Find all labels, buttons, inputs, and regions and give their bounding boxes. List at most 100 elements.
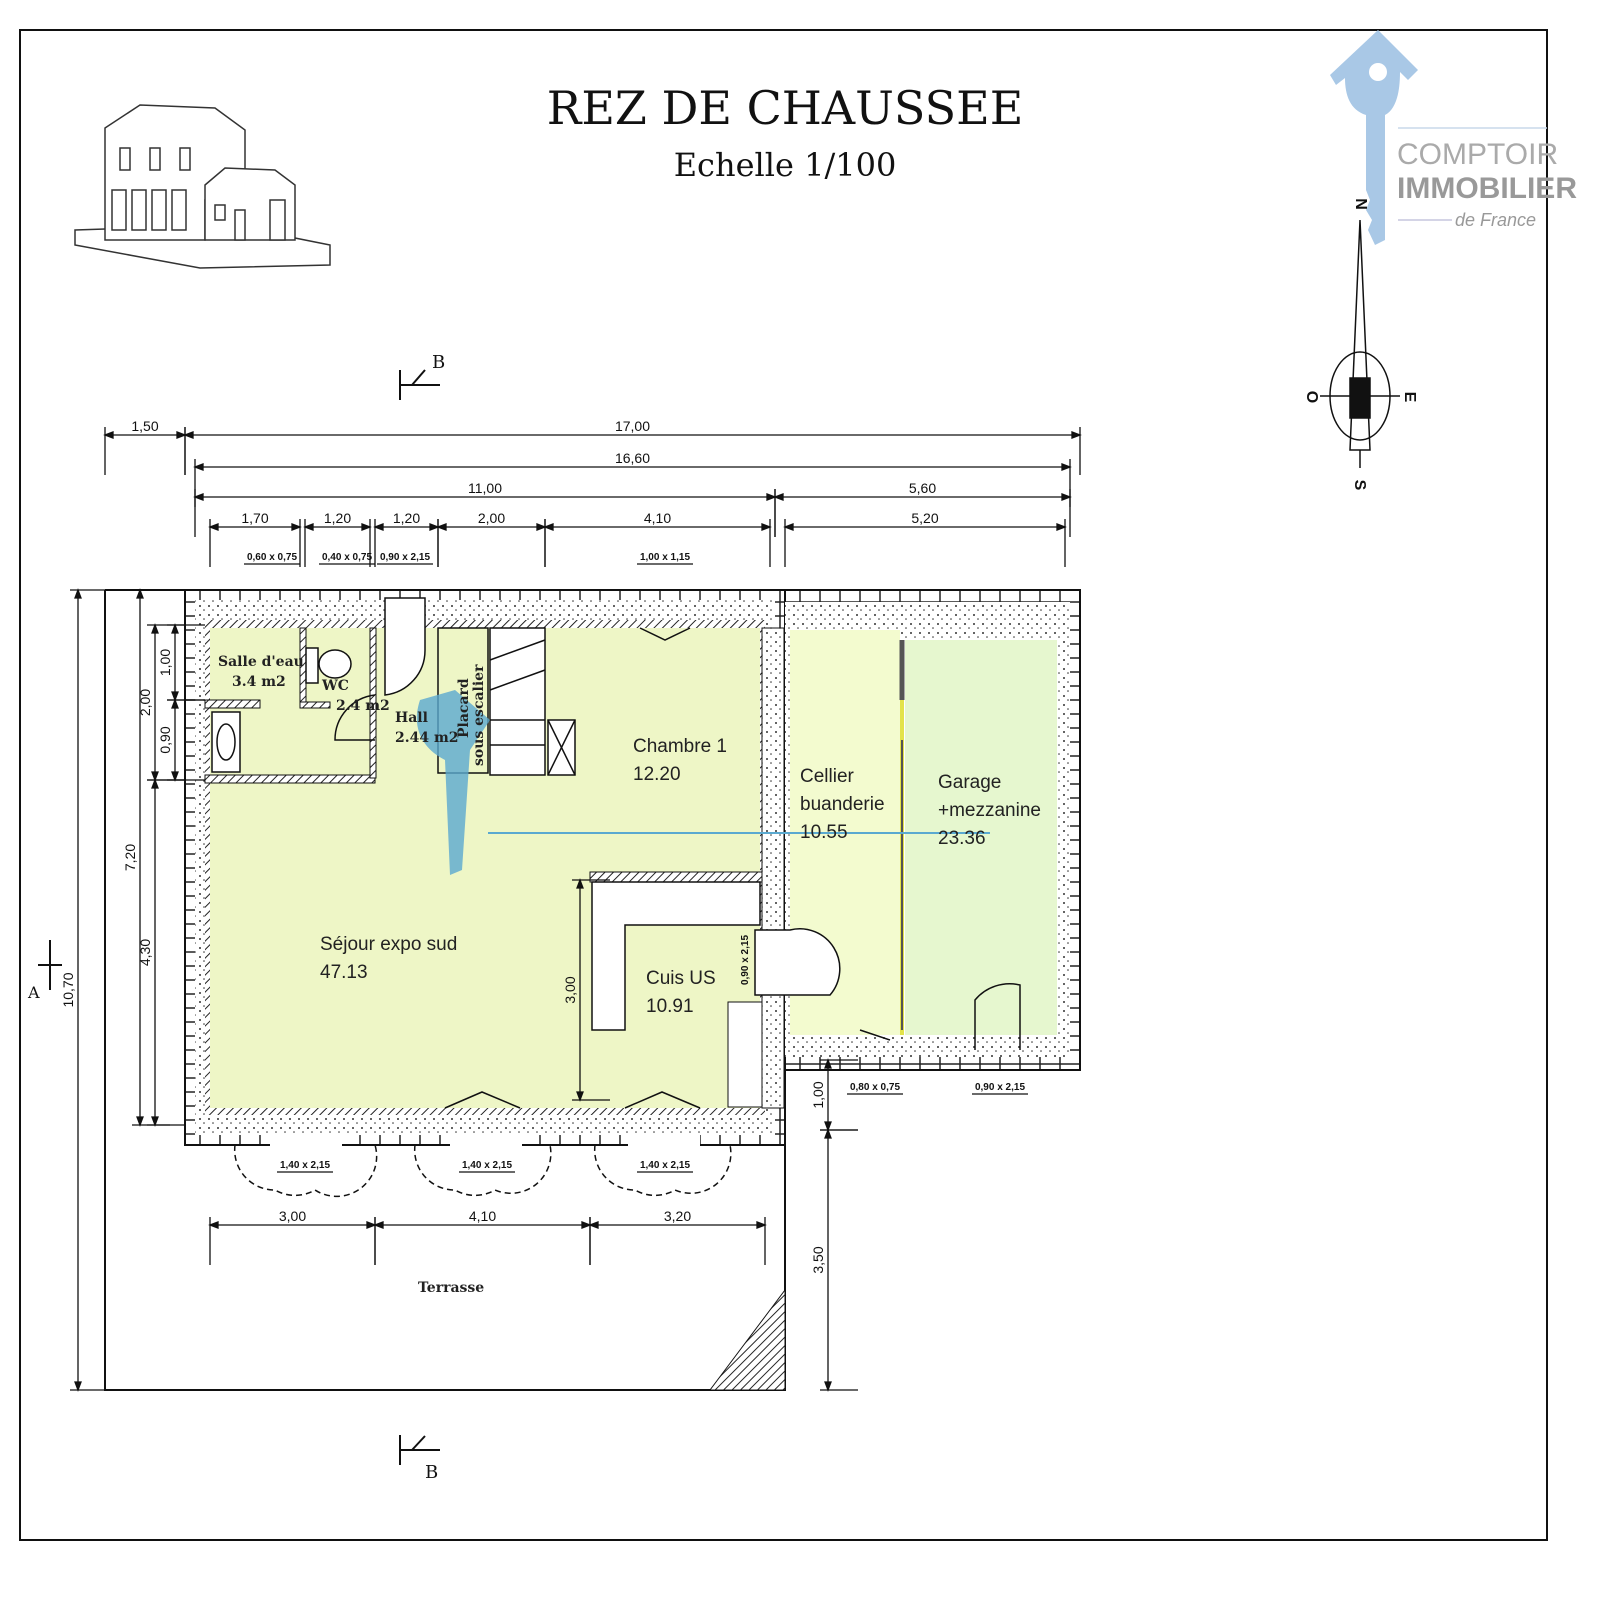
room-name: Chambre 1: [633, 736, 727, 757]
dimension: 11,00: [193, 480, 777, 537]
dimension-label: 3,00: [279, 1208, 306, 1224]
dimension-label: 4,10: [469, 1208, 496, 1224]
north-compass-icon: N S E O: [1303, 198, 1418, 490]
dimension: 5,20: [783, 510, 1067, 567]
compass-s: S: [1351, 480, 1368, 491]
room-area: 47.13: [320, 962, 368, 983]
doors: [233, 597, 1021, 1198]
dimension-label: 5,20: [911, 510, 938, 526]
dimension-label: 1,20: [324, 510, 351, 526]
room-wc: WC 2.4 m2: [321, 678, 390, 714]
dimension: 2,00: [137, 623, 185, 782]
dimension: 3,50: [810, 1128, 858, 1392]
dimension: 4,10: [543, 510, 772, 567]
dimension: 1,70: [208, 510, 302, 567]
room-s-jour-expo-sud: Séjour expo sud 47.13: [320, 934, 457, 983]
opening-size: 0,90 x 2,15: [972, 1082, 1028, 1095]
room-area: +mezzanine: [938, 800, 1041, 821]
opening-size: 1,00 x 1,15: [637, 552, 693, 565]
room-hall: Hall 2.44 m2: [395, 710, 459, 746]
dimension-label: 0,90: [157, 726, 173, 753]
opening-size: 0,40 x 0,75: [319, 552, 375, 565]
sink-icon: [216, 723, 236, 761]
dimension: 4,30: [137, 778, 185, 1127]
room-area: 10.55: [800, 822, 848, 843]
watermark-key-icon: [416, 690, 490, 875]
opening-size: 1,40 x 2,15: [637, 1160, 693, 1173]
opening-label: 0,90 x 2,15: [380, 552, 430, 563]
opening-label: 1,00 x 1,15: [640, 552, 690, 563]
dimension-label: 1,20: [393, 510, 420, 526]
compass-e: E: [1401, 392, 1418, 403]
dimension: 10,70: [60, 588, 108, 1392]
room-area: 2.4 m2: [336, 698, 390, 714]
dimension-label: 1,00: [810, 1081, 826, 1108]
terrace-corner-hatch: [709, 1288, 786, 1391]
compass-n: N: [1352, 198, 1369, 210]
dimension-label: 1,00: [157, 649, 173, 676]
dimension-label: 1,70: [241, 510, 268, 526]
room-name: Cuis US: [646, 968, 716, 989]
window-opening: [270, 1135, 342, 1147]
logo-text-comptoir: COMPTOIR: [1397, 138, 1558, 171]
plan-scale: Echelle 1/100: [674, 146, 897, 184]
room-area: 2.44 m2: [395, 730, 459, 746]
dimension: 4,10: [373, 1208, 592, 1265]
page-border: [19, 29, 1548, 1541]
opening-label: 1,40 x 2,15: [462, 1160, 512, 1171]
opening-size: 0,80 x 0,75: [847, 1082, 903, 1095]
window-opening: [450, 1135, 522, 1147]
dimension-label: 4,10: [644, 510, 671, 526]
room-name: Garage: [938, 772, 1001, 793]
dimension: 7,20: [122, 588, 170, 1127]
room-name: Séjour expo sud: [320, 934, 457, 955]
section-label: A: [27, 983, 40, 1002]
room-area: 12.20: [633, 764, 681, 785]
opening-label: 1,40 x 2,15: [640, 1160, 690, 1171]
room-area: buanderie: [800, 794, 885, 815]
section-label: B: [425, 1462, 438, 1483]
kitchen-unit: [727, 1001, 763, 1108]
room-chambre-1: Chambre 1 12.20: [633, 736, 727, 785]
section-marker-b-bottom: B: [399, 1435, 440, 1483]
staircase: [437, 627, 576, 776]
dimension-label: 7,20: [122, 844, 138, 871]
room-name: Hall: [395, 710, 428, 726]
dimension-label: 5,60: [909, 480, 936, 496]
section-marker-b-top: B: [399, 352, 445, 400]
dimension: 0,90: [157, 698, 205, 782]
compass-o: O: [1303, 391, 1320, 403]
opening-size: 0,60 x 0,75: [244, 552, 300, 565]
room-name: WC: [321, 678, 349, 694]
dimension: 3,00: [562, 878, 610, 1102]
dimension-label: 3,20: [664, 1208, 691, 1224]
dimension-label: 2,00: [478, 510, 505, 526]
logo-text-immobilier: IMMOBILIER: [1397, 172, 1577, 205]
opening-size: 1,40 x 2,15: [459, 1160, 515, 1173]
key-house-icon: [1330, 30, 1418, 245]
dimension: 5,60: [773, 480, 1072, 537]
room-area: 23.36: [938, 828, 986, 849]
room-terrasse: Terrasse: [418, 1280, 484, 1296]
dimension: 2,00: [436, 510, 547, 567]
dimension: 1,00: [157, 623, 205, 702]
dimension: 17,00: [183, 418, 1082, 475]
window-opening: [628, 1135, 700, 1147]
dimension-label: 17,00: [615, 418, 650, 434]
room-area: 3.4 m2: [232, 674, 286, 690]
opening-size: 1,40 x 2,15: [277, 1160, 333, 1173]
dimension: 3,00: [208, 1208, 377, 1265]
opening-label: 1,40 x 2,15: [280, 1160, 330, 1171]
dimension-label: 4,30: [137, 939, 153, 966]
plan-title: REZ DE CHAUSSEE: [547, 81, 1024, 135]
opening-label: 0,80 x 0,75: [850, 1082, 900, 1093]
opening-size: 0,90 x 2,15: [377, 552, 433, 565]
opening-label: 0,40 x 0,75: [322, 552, 372, 563]
dimension-label: 16,60: [615, 450, 650, 466]
dimension: 1,20: [373, 510, 440, 567]
toilet-icon: [305, 647, 319, 684]
